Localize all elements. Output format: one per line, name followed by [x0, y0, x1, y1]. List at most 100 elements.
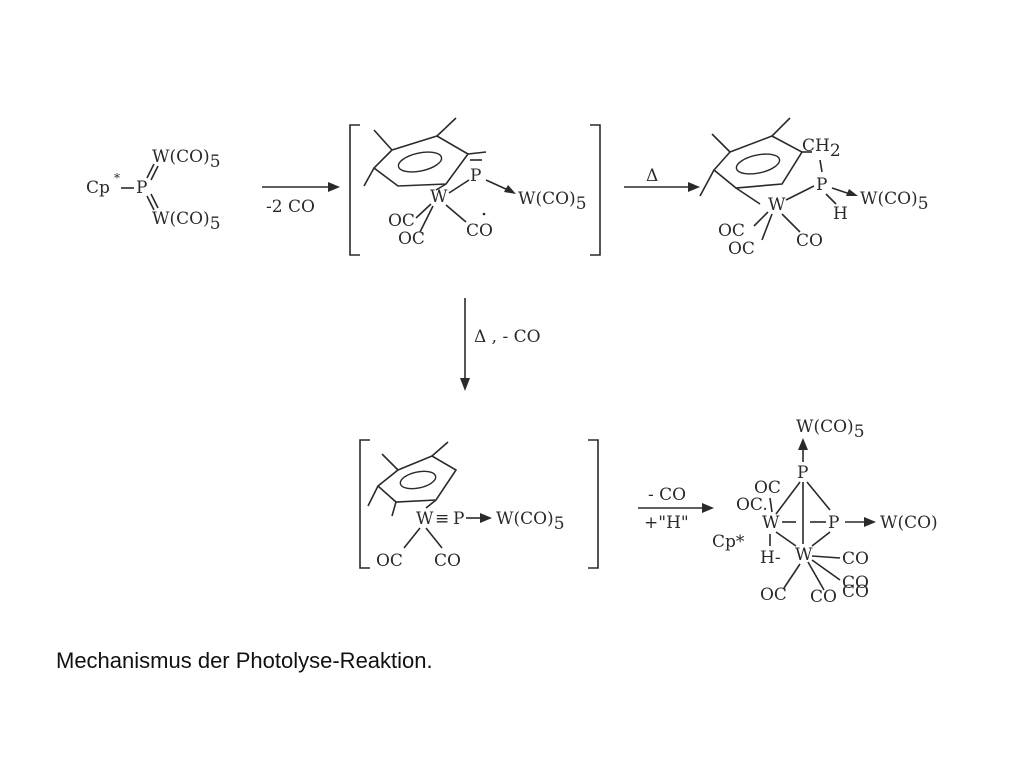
w2-co-bond-1 [811, 555, 841, 559]
starting-material: Cp * P W(CO)5 W(CO)5 [86, 147, 221, 234]
phosphorus-right-label: P [828, 513, 839, 533]
w-co-bond-1 [753, 211, 769, 227]
phosphorus-top-label: P [797, 463, 808, 483]
p-wco-dative-head [864, 517, 876, 527]
tungsten-2-label: W [795, 545, 813, 565]
triple-bond: ≡ [435, 509, 449, 529]
intermediate-1: W P W(CO)5 OC OC CO [349, 117, 601, 256]
cp-star-ring [712, 135, 804, 189]
oc-label-2: OC [398, 229, 425, 249]
co-label: CO [466, 221, 493, 241]
ring-w-bond [735, 187, 761, 205]
arrow-1-label: -2 CO [266, 197, 315, 217]
p-w-double-bond-lower-1 [146, 195, 155, 211]
methyl-1 [711, 133, 731, 153]
p-w-double-bond-upper-2 [150, 165, 159, 181]
ring-w-bond [425, 499, 437, 509]
hydrogen-label: H [833, 204, 848, 224]
w-co5-lower: W(CO)5 [152, 209, 221, 234]
cp-star: * [114, 171, 120, 185]
hydrogen-label: H- [760, 548, 781, 568]
methyl-4 [363, 167, 375, 187]
left-bracket [349, 124, 360, 256]
reaction-arrow-1: -2 CO [262, 182, 340, 217]
cp-star-ring [372, 135, 470, 187]
w-co5-top-label: W(CO)5 [796, 417, 865, 442]
methyl-1 [373, 129, 393, 151]
oc-label-2: OC. [736, 495, 768, 515]
arrow-4-label-bottom: +"H" [644, 513, 689, 533]
w-co5-label: W(CO)5 [496, 509, 565, 534]
reaction-arrow-2: Δ [624, 166, 700, 192]
w-co-bond-2 [425, 527, 443, 549]
product-2: W(CO)5 P OC OC. W P W(CO) Cp* H- W CO CO… [712, 417, 938, 607]
arrow-4-label-top: - CO [648, 485, 686, 505]
arrow-head [460, 378, 470, 391]
p-w-dative-head [504, 185, 516, 194]
arrow-head [688, 182, 700, 192]
right-bracket [590, 124, 601, 256]
p-w-dative-head [798, 438, 808, 450]
p-w-dative-line [831, 187, 851, 195]
phosphorus-label: P [470, 166, 481, 186]
phosphorus-label: P [136, 178, 147, 198]
oc-label: OC [376, 551, 403, 571]
w-co5-label: W(CO)5 [860, 189, 929, 214]
ring-aromatic-circle [397, 151, 443, 173]
p-w-bond [785, 185, 815, 201]
co-label: CO [796, 231, 823, 251]
tungsten-label: W [430, 187, 448, 207]
methyl-1 [381, 453, 399, 471]
methyl-2 [431, 441, 449, 457]
w2-co-bond-2 [811, 559, 841, 581]
methyl-3 [367, 485, 379, 507]
tungsten-label: W [416, 509, 434, 529]
w1-co-bond-1 [769, 497, 773, 513]
cp-star-label: Cp* [712, 532, 745, 552]
cp-label: Cp [86, 178, 110, 198]
arrow-3-label: Δ , - CO [474, 327, 541, 347]
methyl-2 [436, 117, 457, 137]
ring-to-w-bond [435, 183, 447, 191]
p-w2-bond-right [811, 531, 831, 547]
w-co-bond-2 [419, 205, 434, 233]
w-co5-upper: W(CO)5 [152, 147, 221, 172]
p-w-double-bond-lower-2 [150, 193, 159, 209]
oc-label-1: OC [388, 211, 415, 231]
oc-label-1: OC [718, 221, 745, 241]
arrow-2-label: Δ [646, 166, 658, 186]
w2-co-bond-3 [807, 561, 825, 591]
reaction-arrow-4: - CO +"H" [638, 485, 714, 533]
co-label-1: CO [842, 549, 869, 569]
p-h-bond [825, 193, 837, 205]
arrow-head [702, 503, 714, 513]
co-label-4: CO [842, 582, 869, 602]
cp-star-ring [376, 455, 458, 503]
ring-aromatic-circle [399, 470, 437, 490]
intermediate-2: W ≡ P W(CO)5 OC CO [359, 439, 599, 571]
p-w-dative-head [846, 189, 858, 196]
product-1: CH2 P W(CO)5 H W OC OC CO [699, 117, 929, 259]
w-co-bond-1 [403, 527, 421, 549]
p-w-dative-line [485, 179, 509, 191]
arrow-head [328, 182, 340, 192]
ch2-p-bond [819, 159, 823, 173]
tungsten-1-label: W [762, 513, 780, 533]
p-w1-bond [775, 481, 801, 515]
tungsten-label: W [768, 195, 786, 215]
left-bracket [359, 439, 370, 569]
reaction-arrow-3: Δ , - CO [460, 298, 541, 391]
w-p-bond [448, 179, 470, 194]
w-co-bond-3 [781, 213, 801, 233]
ch2-label: CH2 [802, 136, 841, 161]
ring-aromatic-circle [735, 153, 781, 175]
oc-label-3: OC [760, 585, 787, 605]
p-w-double-bond-upper-1 [146, 163, 155, 179]
dot-mark [482, 212, 486, 216]
w-co-bond-3 [445, 204, 467, 223]
oc-label-1: OC [754, 478, 781, 498]
methyl-3 [467, 151, 487, 155]
methyl-3 [699, 169, 715, 197]
w2-co-bond-4 [783, 563, 801, 589]
